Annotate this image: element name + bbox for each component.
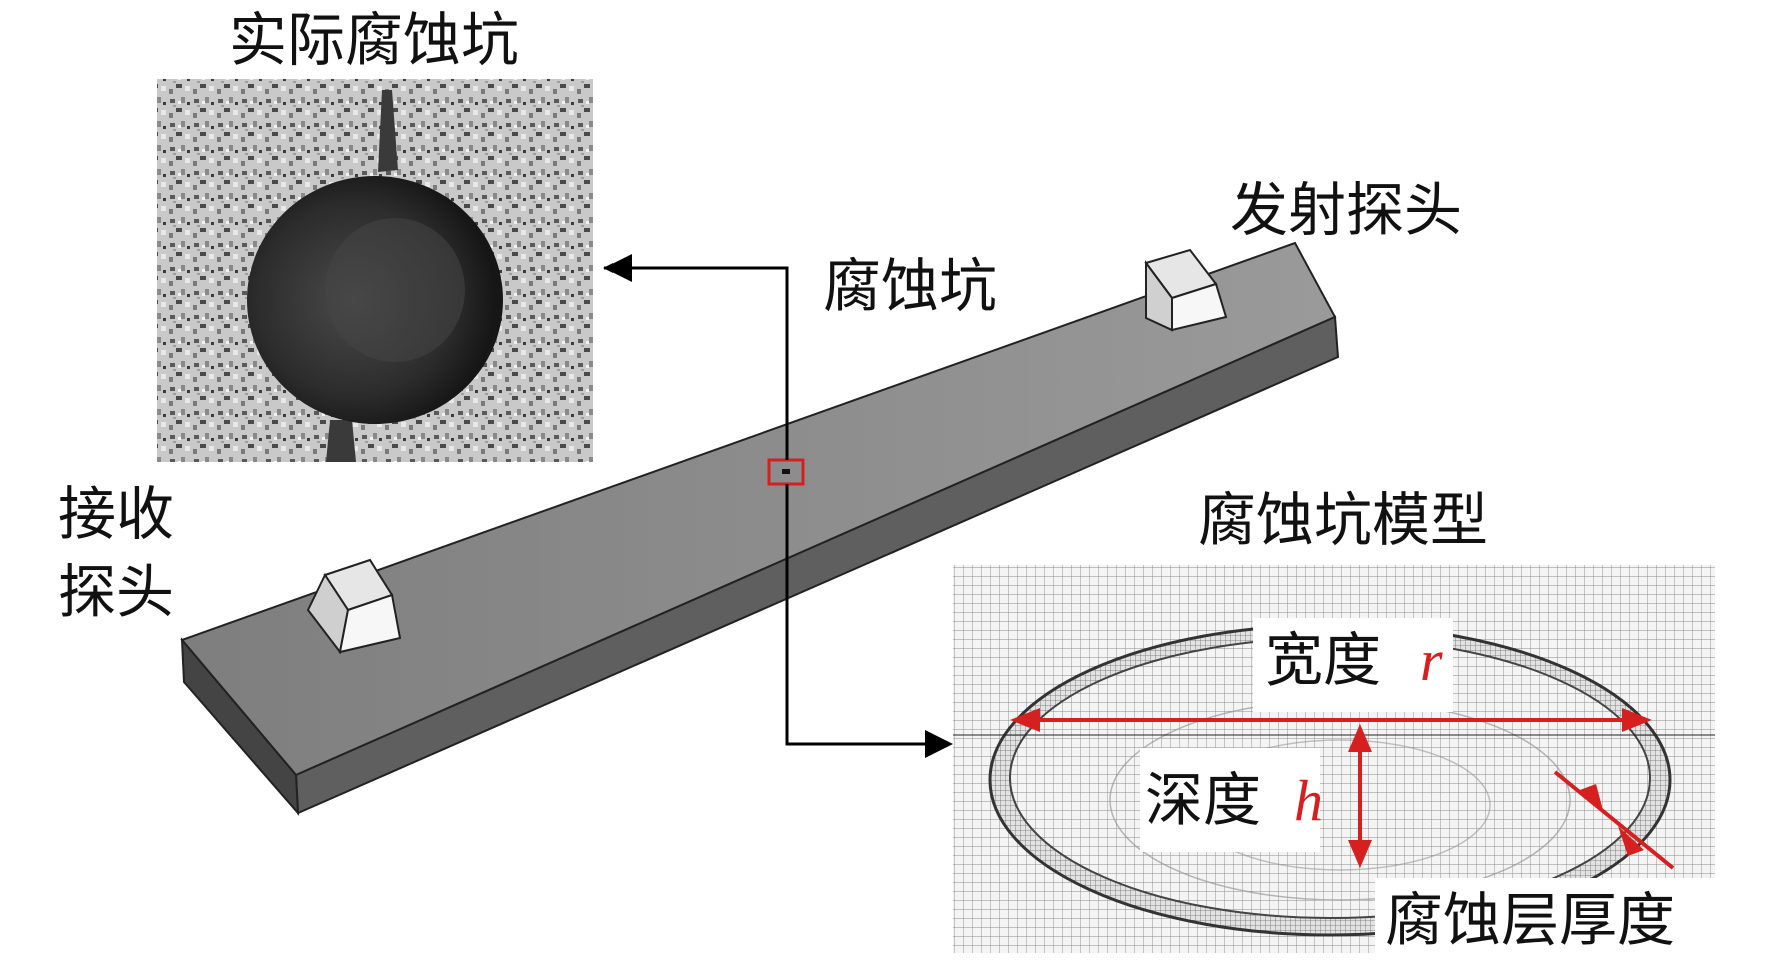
depth-label: 深度 — [1145, 766, 1261, 834]
pit-marker-dot — [782, 469, 790, 474]
steel-bar — [180, 241, 1340, 816]
bar-end-face — [180, 637, 300, 816]
layer-arrow-head-in — [1580, 784, 1604, 814]
layer-thickness-label: 腐蚀层厚度 — [1385, 886, 1675, 954]
receive-probe — [306, 558, 402, 655]
actual-pit-title: 实际腐蚀坑 — [229, 6, 519, 74]
crack-streak-bottom — [326, 420, 356, 462]
pit-model-title: 腐蚀坑模型 — [1198, 486, 1488, 554]
width-label: 宽度 — [1265, 626, 1381, 694]
arrow-head-right — [925, 730, 953, 758]
depth-var: h — [1294, 768, 1323, 833]
width-label-box — [1253, 618, 1453, 712]
transmit-probe — [1144, 248, 1228, 332]
actual-pit-photo — [157, 79, 593, 462]
crack-streak-top — [378, 90, 398, 172]
width-arrow-head-right — [1622, 708, 1652, 732]
arrow-to-actual-pit — [603, 263, 789, 460]
receive-probe-label-line1: 接收 — [58, 480, 174, 548]
arrow-head-left — [604, 254, 632, 282]
layer-thickness-arrow-line — [1553, 770, 1675, 870]
width-arrow-head-left — [1010, 708, 1040, 732]
arrow-to-pit-model — [785, 484, 928, 746]
depth-label-box — [1140, 748, 1320, 852]
depth-arrow-head-bottom — [1348, 840, 1372, 868]
transmit-probe-label: 发射探头 — [1230, 176, 1462, 244]
layer-arrow-head-out — [1618, 826, 1644, 856]
pit-label: 腐蚀坑 — [823, 252, 997, 320]
layer-thickness-label-box — [1375, 878, 1715, 953]
depth-arrow-head-top — [1348, 724, 1372, 752]
width-var: r — [1420, 628, 1443, 693]
receive-probe-label-line2: 探头 — [58, 558, 174, 626]
